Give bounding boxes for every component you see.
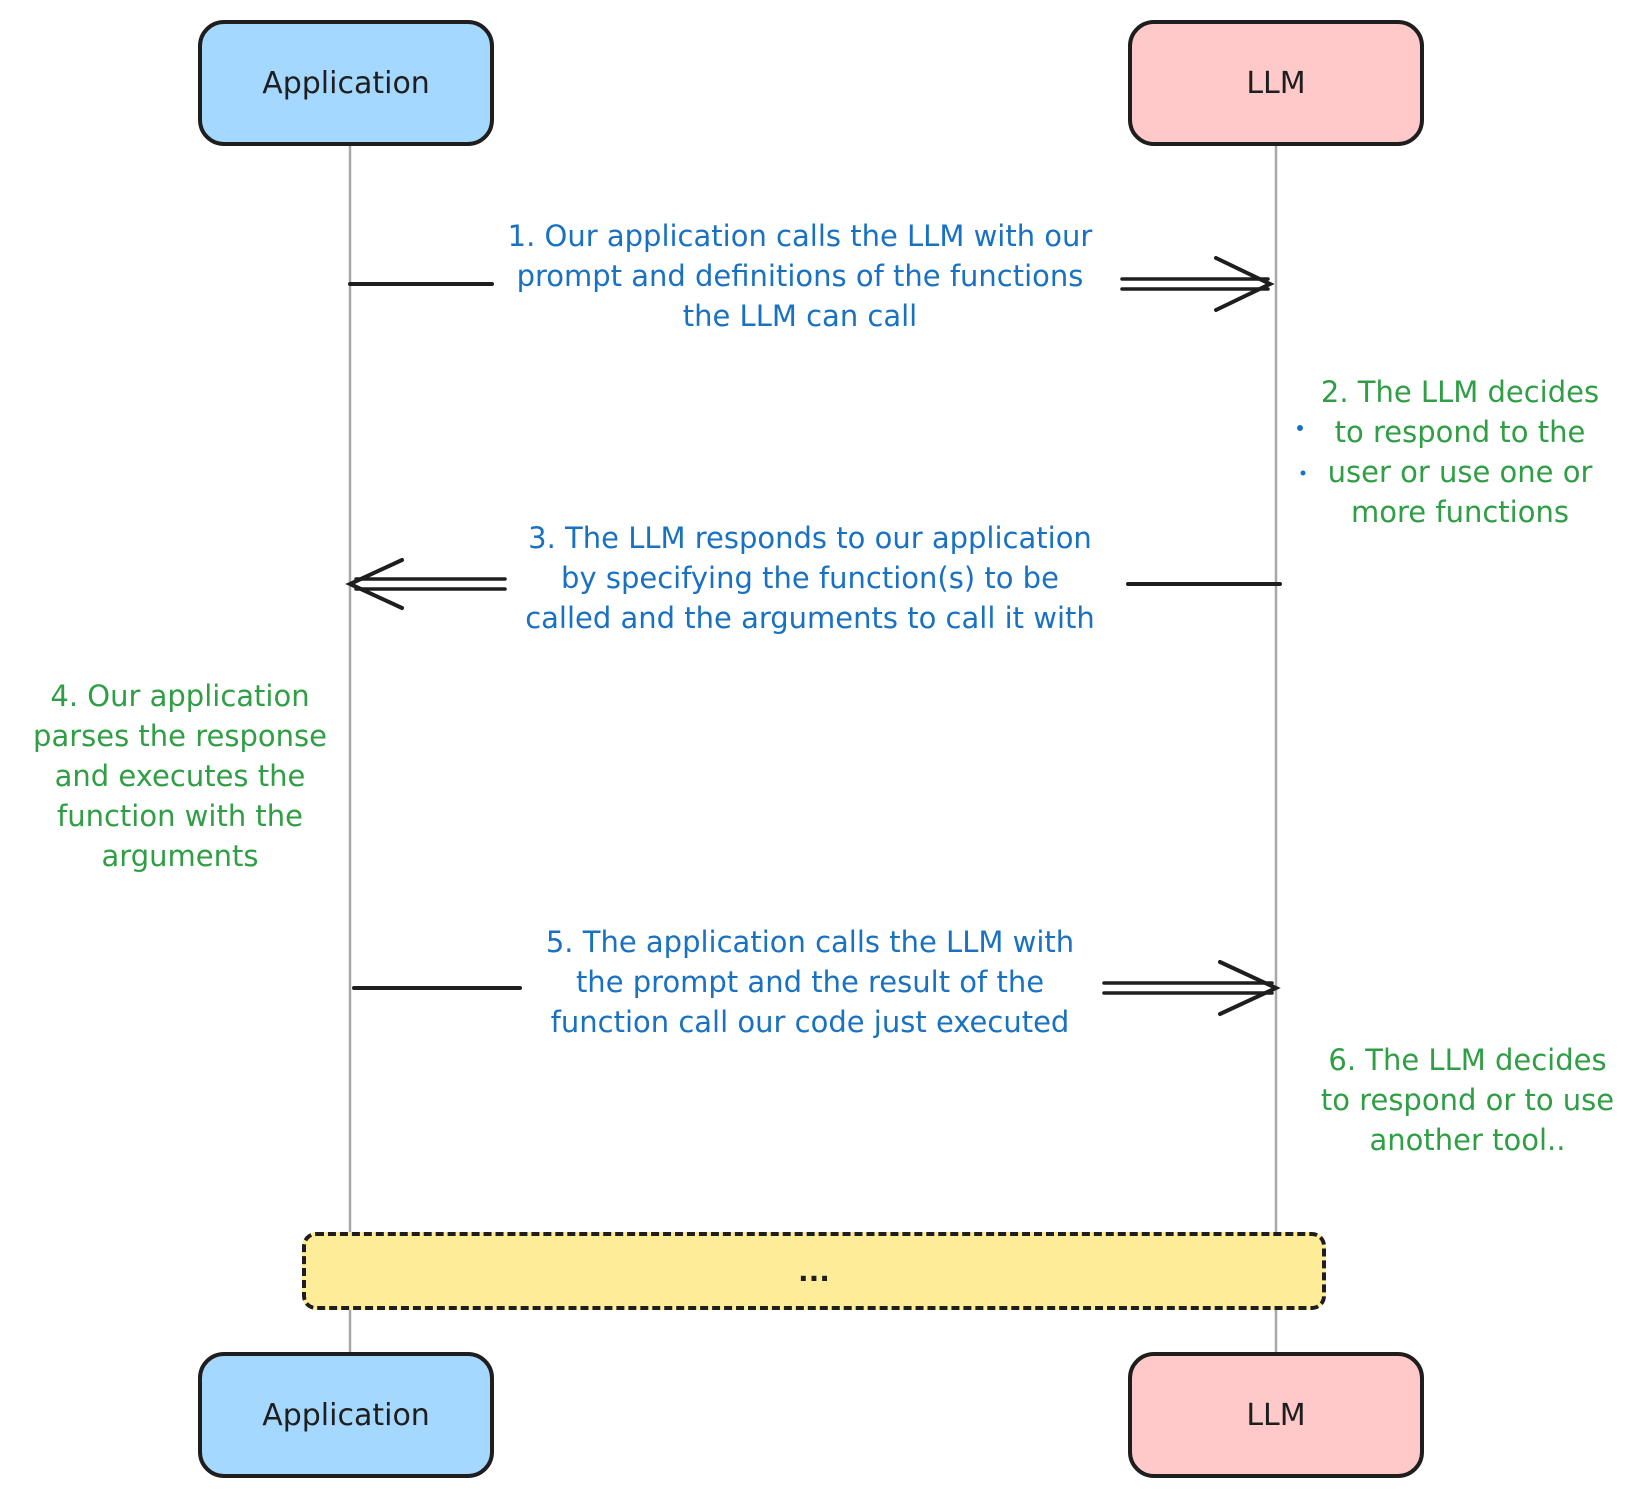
message-step5-line: the prompt and the result of the xyxy=(575,965,1045,999)
note-step2: 2. The LLM decides to respond to the use… xyxy=(1290,372,1630,532)
message-step1-label: 1. Our application calls the LLM with ou… xyxy=(470,216,1130,336)
message-step3-line: 3. The LLM responds to our application xyxy=(528,521,1092,555)
actor-application-top: Application xyxy=(198,20,494,146)
message-step3-label: 3. The LLM responds to our application b… xyxy=(480,518,1140,638)
note-step4-line: function with the xyxy=(56,799,304,833)
message-step5-line: function call our code just executed xyxy=(550,1005,1070,1039)
note-step6-line: to respond or to use xyxy=(1320,1083,1615,1117)
message-step1-line: prompt and definitions of the functions xyxy=(516,259,1084,293)
continuation-label: ... xyxy=(798,1254,830,1288)
note-step4-line: 4. Our application xyxy=(50,679,310,713)
message-step1-line: 1. Our application calls the LLM with ou… xyxy=(507,219,1093,253)
note2-mark-dot xyxy=(1300,470,1306,476)
note2-mark-dot xyxy=(1297,425,1303,431)
actor-application-bottom: Application xyxy=(198,1352,494,1478)
note-step6: 6. The LLM decides to respond or to use … xyxy=(1290,1040,1645,1160)
actor-llm-bottom: LLM xyxy=(1128,1352,1424,1478)
note-step4-line: arguments xyxy=(101,839,259,873)
arrow-step1 xyxy=(348,256,1275,312)
arrow-step5 xyxy=(352,960,1281,1016)
message-step1-line: the LLM can call xyxy=(682,299,918,333)
message-step5-line: 5. The application calls the LLM with xyxy=(545,925,1075,959)
message-step3-line: called and the arguments to call it with xyxy=(525,601,1095,635)
note-step4-line: and executes the xyxy=(54,759,306,793)
actor-llm-top: LLM xyxy=(1128,20,1424,146)
message-step3-line: by specifying the function(s) to be xyxy=(561,561,1059,595)
note-step4: 4. Our application parses the response a… xyxy=(10,676,350,876)
note-step2-line: user or use one or xyxy=(1327,455,1593,489)
note-step4-line: parses the response xyxy=(33,719,327,753)
arrow-step3 xyxy=(345,558,1282,610)
note-step2-line: to respond to the xyxy=(1334,415,1586,449)
note-step6-line: 6. The LLM decides xyxy=(1328,1043,1607,1077)
continuation-box: ... xyxy=(302,1232,1326,1310)
note-step6-line: another tool.. xyxy=(1369,1123,1566,1157)
note-step2-line: more functions xyxy=(1351,495,1569,529)
message-step5-label: 5. The application calls the LLM with th… xyxy=(480,922,1140,1042)
note-step2-line: 2. The LLM decides xyxy=(1320,375,1600,409)
